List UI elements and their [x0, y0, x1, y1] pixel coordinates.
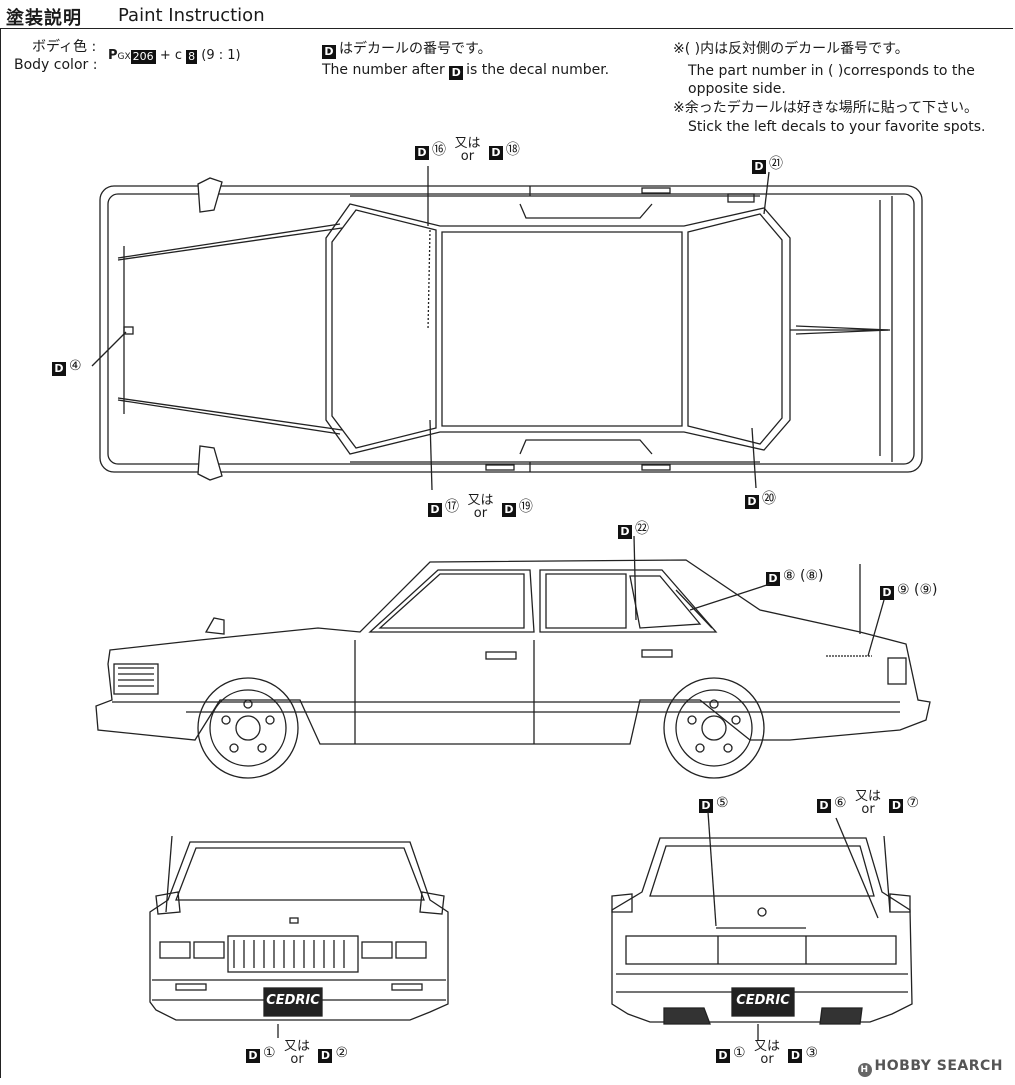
decal-number: ⑲ — [518, 499, 533, 515]
instruction-frame — [0, 28, 1013, 1078]
decal-note-jp-text: はデカールの番号です。 — [339, 41, 492, 57]
decal-number: ⑰ — [445, 499, 459, 515]
decal-marker: D — [449, 66, 464, 80]
decal-number: ㉑ — [769, 156, 783, 172]
watermark-text: HOBBY SEARCH — [874, 1058, 1003, 1074]
or-jp: 又は — [284, 1039, 311, 1054]
decal-number: ⑤ — [716, 795, 729, 811]
decal-marker: D — [246, 1049, 260, 1063]
or-en: or — [861, 802, 875, 817]
paint-gx-number: 206 — [130, 50, 156, 64]
or-jp: 又は — [454, 136, 481, 151]
rear-wheel — [663, 677, 765, 779]
watermark-logo-icon: H — [857, 1063, 872, 1077]
or-jp: 又は — [754, 1039, 781, 1054]
decal-marker: D — [788, 1049, 803, 1063]
car-front-view — [149, 835, 449, 1038]
rear-plate-bg — [731, 987, 795, 1017]
or-en: or — [760, 1052, 774, 1067]
decal-number: ① — [263, 1045, 276, 1061]
car-side-view — [95, 535, 931, 779]
front-plate-text: CEDRIC — [266, 993, 320, 1008]
decal-marker: D — [501, 503, 516, 517]
decal-marker: D — [488, 146, 503, 160]
decal-marker: D — [318, 1049, 333, 1063]
decal-marker: D — [699, 799, 713, 813]
decal-marker: D — [766, 572, 780, 586]
decal-marker: D — [880, 586, 894, 600]
decal-marker: D — [752, 160, 766, 174]
decal-number: ④ — [69, 358, 82, 374]
rear-plate-text: CEDRIC — [736, 993, 790, 1008]
note-opposite-jp: ※( )内は反対側のデカール番号です。 — [673, 41, 909, 57]
decal-marker: D — [817, 799, 831, 813]
decal-marker: D — [428, 503, 442, 517]
decal-number: ⑱ — [505, 142, 520, 158]
title-english: Paint Instruction — [118, 5, 265, 26]
decal-marker: D — [716, 1049, 730, 1063]
or-jp: 又は — [467, 493, 494, 508]
note-opposite-en-b: opposite side. — [688, 81, 786, 97]
decal-marker: D — [322, 45, 336, 59]
decal-marker: D — [618, 525, 632, 539]
decal-number: ⑨ (⑨) — [897, 582, 938, 598]
paint-c-number: 8 — [186, 50, 198, 64]
body-color-label-en: Body color : — [14, 57, 98, 73]
front-wheel — [197, 677, 299, 779]
decal-number: ⑧ (⑧) — [783, 568, 824, 584]
or-en: or — [473, 506, 488, 521]
car-rear-view — [611, 811, 913, 1040]
note-leftover-jp: ※余ったデカールは好きな場所に貼って下さい。 — [673, 100, 979, 116]
paint-gx-mark: GX — [117, 52, 131, 62]
decal-number: ㉒ — [635, 521, 649, 537]
decal-number: ⑯ — [432, 142, 446, 158]
title-japanese: 塗装説明 — [6, 8, 82, 29]
paint-plus-c: + c — [159, 48, 182, 63]
paint-ratio: (9 : 1) — [201, 48, 241, 63]
or-jp: 又は — [855, 789, 882, 804]
decal-number: ⑦ — [906, 795, 920, 811]
decal-number: ② — [335, 1045, 349, 1061]
or-en: or — [460, 149, 475, 164]
decal-marker: D — [745, 495, 759, 509]
note-opposite-en-a: The part number in ( )corresponds to the — [688, 63, 975, 79]
decal-marker: D — [52, 362, 66, 376]
decal-number: ③ — [805, 1045, 819, 1061]
front-plate-bg — [263, 987, 323, 1017]
decal-marker: D — [889, 799, 904, 813]
decal-number: ① — [733, 1045, 746, 1061]
body-color-label-jp: ボディ色 : — [32, 39, 97, 55]
decal-number: ⑳ — [762, 491, 776, 507]
decal-marker: D — [415, 146, 429, 160]
note-leftover-en: Stick the left decals to your favorite s… — [688, 119, 986, 135]
decal-number: ⑥ — [834, 795, 847, 811]
or-en: or — [290, 1052, 304, 1067]
decal-note-en-after: is the decal number. — [466, 62, 610, 78]
decal-note-en-before: The number after — [322, 62, 445, 78]
paint-p-mark: P — [108, 48, 118, 63]
car-top-view — [91, 166, 923, 491]
